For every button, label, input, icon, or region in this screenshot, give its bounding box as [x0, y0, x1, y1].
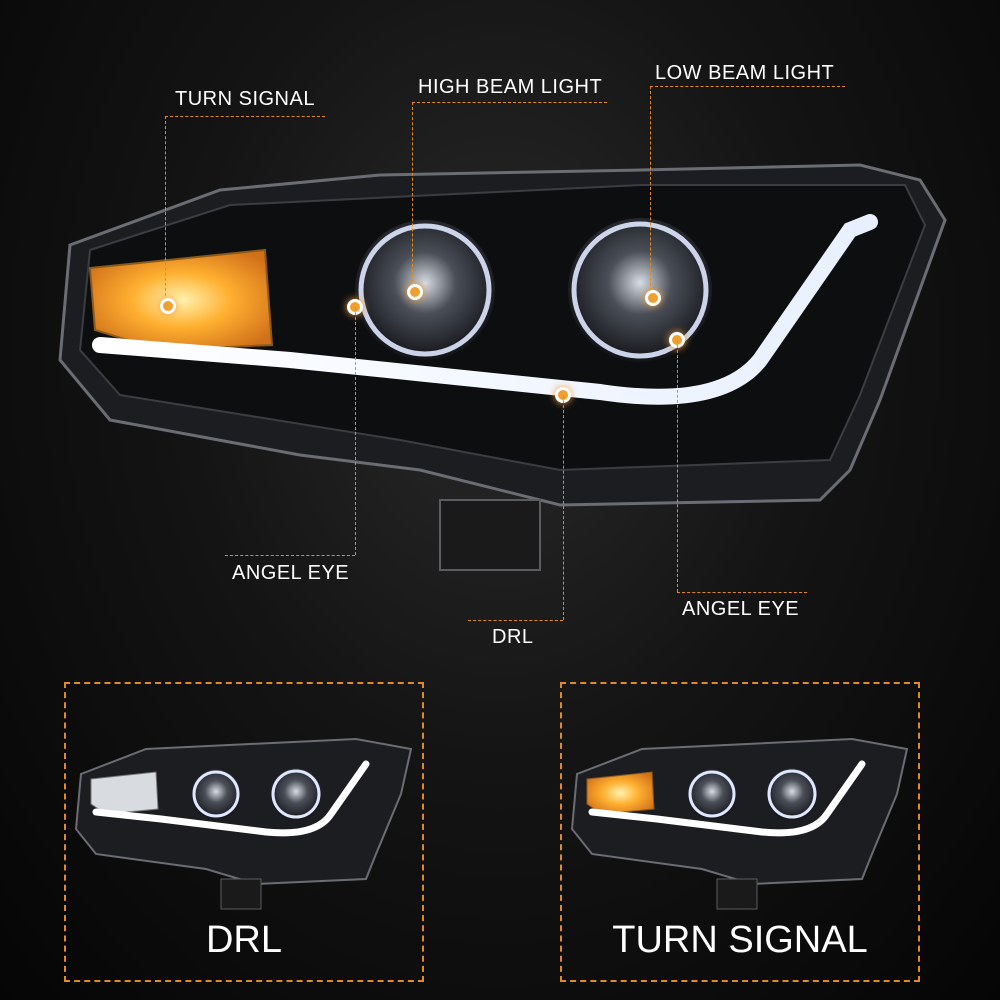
callout-line [677, 340, 678, 592]
callout-line [355, 307, 356, 555]
high-beam-lens [355, 220, 495, 360]
high-beam-marker [407, 284, 423, 300]
low-beam-marker [645, 290, 661, 306]
drl-panel: DRL [64, 682, 424, 982]
turn-signal-panel: TURN SIGNAL [560, 682, 920, 982]
callout-drl: DRL [492, 626, 534, 648]
headlight-drl-image [74, 737, 413, 910]
low-beam-lens [568, 218, 712, 362]
callout-line [412, 102, 607, 103]
callout-line [165, 116, 325, 117]
turn-signal-marker [160, 298, 176, 314]
callout-turn-signal: TURN SIGNAL [175, 88, 315, 110]
callout-line [650, 86, 845, 87]
headlight-turn-signal-image [570, 737, 909, 910]
turn-signal-panel-caption: TURN SIGNAL [612, 919, 868, 961]
callout-angel-eye-right: ANGEL EYE [682, 598, 800, 620]
headlight-main-image [58, 163, 947, 571]
drl-strip [92, 214, 878, 405]
turn-signal-lamp [88, 248, 274, 352]
callout-line [677, 592, 807, 593]
callout-line [225, 555, 355, 556]
callout-line [412, 102, 413, 292]
callout-angel-eye-left: ANGEL EYE [232, 562, 350, 584]
callout-low-beam: LOW BEAM LIGHT [655, 62, 835, 84]
callout-line [563, 395, 564, 620]
callout-high-beam: HIGH BEAM LIGHT [418, 76, 603, 98]
callout-line [165, 116, 166, 306]
drl-panel-caption: DRL [205, 919, 283, 961]
callout-line [468, 620, 563, 621]
callout-line [650, 86, 651, 296]
